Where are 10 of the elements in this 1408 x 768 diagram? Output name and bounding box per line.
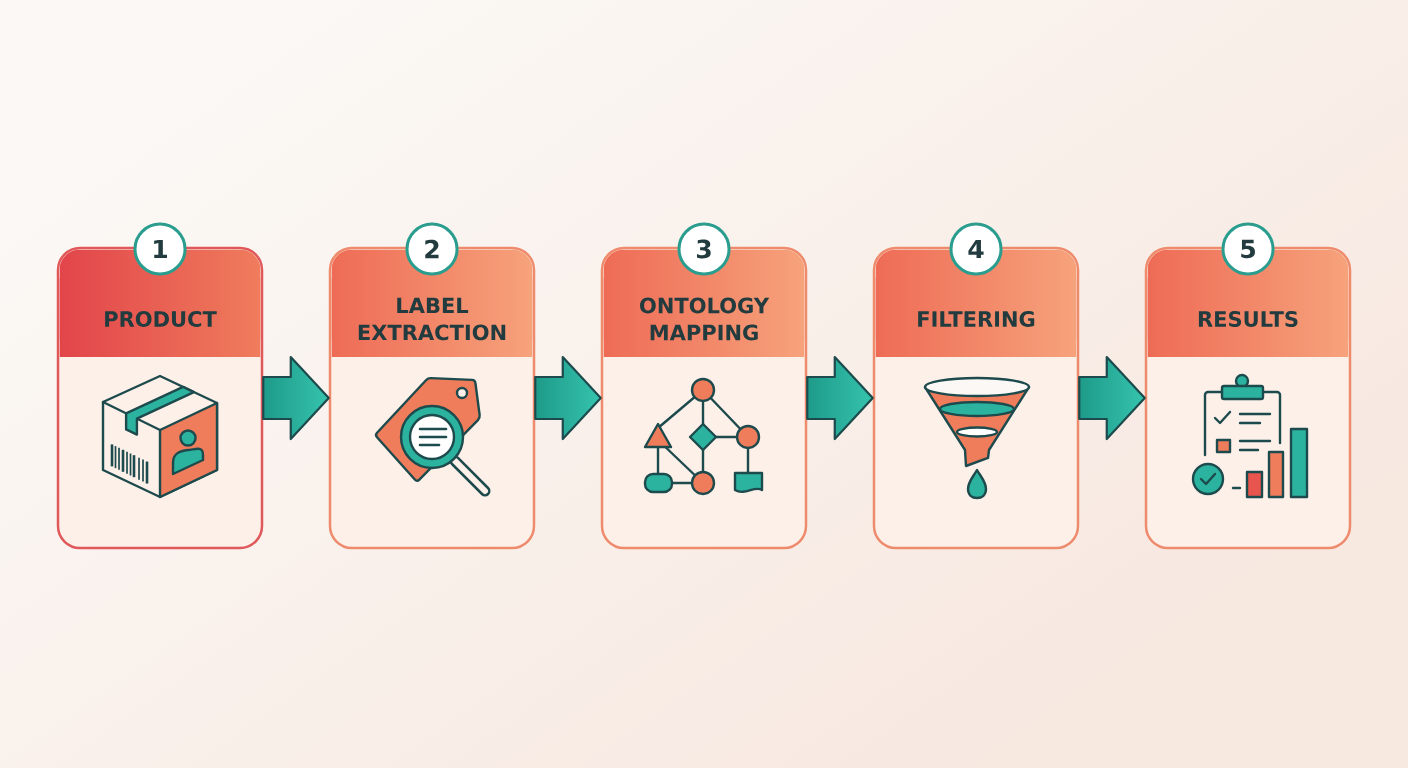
- step-title: RESULTS: [1198, 311, 1298, 327]
- step-title: PRODUCT: [105, 311, 217, 327]
- step-title: ONTOLOGY MAPPING: [640, 297, 770, 341]
- step-title: LABEL EXTRACTION: [358, 297, 506, 341]
- step-number: 4: [949, 222, 1003, 276]
- step-number: 3: [677, 222, 731, 276]
- step-number: 5: [1221, 222, 1275, 276]
- step-number: 2: [405, 222, 459, 276]
- step-number: 1: [133, 222, 187, 276]
- step-title: FILTERING: [918, 311, 1035, 327]
